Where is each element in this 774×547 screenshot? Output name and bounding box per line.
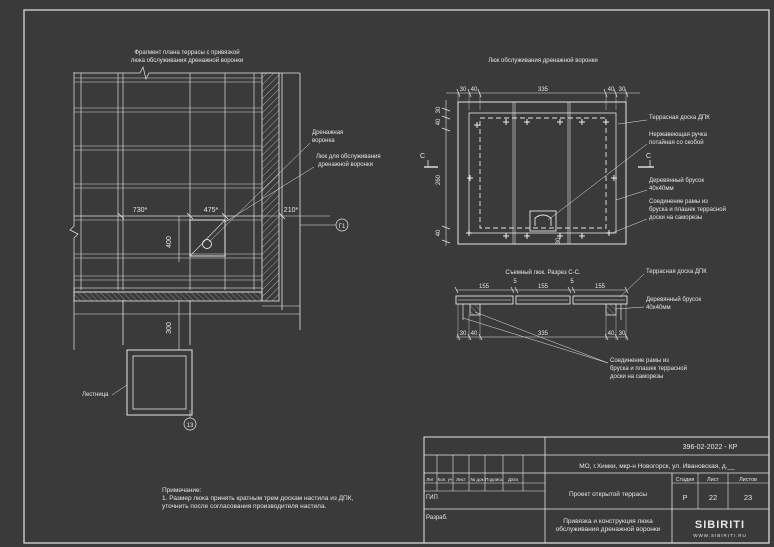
section-mark-left: С [420, 153, 425, 160]
note-line-2: уточнить после согласования производител… [162, 503, 327, 510]
section-dim-top-2: 155 [538, 284, 549, 290]
axis-marker-13 [183, 417, 197, 431]
hatch-dim-30-bottom: 30 [556, 237, 562, 244]
dim-400: 400 [166, 236, 173, 248]
stamp-address: МО, г.Химки, мкр-н Новогорск, ул. Иванов… [579, 463, 735, 470]
axis-g1-label: Г1 [339, 224, 346, 230]
hatch-frame-outer [457, 101, 627, 245]
plan-title-line1: Фрагмент плана террасы с привязкой [134, 49, 239, 56]
stamp-sheets-header: Листов [739, 477, 757, 483]
hatch-dim-top-2: 335 [538, 87, 549, 93]
dim-300: 300 [166, 322, 173, 334]
hatch-handle [529, 210, 557, 232]
hatch-handle-label-1: Нержавеющая ручка [649, 132, 708, 138]
stamp-sheet: 22 [709, 493, 717, 502]
hatch-dim-left-3: 40 [436, 229, 442, 236]
stamp-gip: ГИП [426, 495, 438, 501]
section-board-label: Террасная доска ДПК [646, 269, 707, 275]
section-dim-top-0: 155 [479, 284, 490, 290]
hatch-dim-left-2: 260 [436, 174, 442, 185]
section-dim-top-4: 155 [595, 284, 606, 290]
drain-label-2: воронка [312, 138, 335, 144]
dim-475: 475* [204, 207, 219, 214]
company-logo: SIBIRITI [695, 519, 745, 531]
section-conn-label-3: доски на саморезы [610, 374, 663, 380]
stamp-col-1: Кол. уч [438, 477, 453, 482]
stamp-sheet-title-1: Привязка и конструкция люка [563, 518, 653, 525]
hatch-dim-left-0: 30 [436, 106, 442, 113]
section-bar-left [469, 303, 481, 316]
plan-title-line2: люка обслуживания дренажной воронки [131, 57, 243, 64]
section-dim-top-3: 5 [570, 279, 574, 285]
section-cc: Съемный люк. Разрез С-С. 155 5 155 5 155 [454, 269, 707, 380]
section-conn-label-1: Соединение рамы из [610, 358, 669, 364]
hatch-conn-label-2: бруска и плашек террасной [649, 206, 726, 213]
section-dim-bot-2: 335 [538, 331, 549, 337]
hatch-handle-label-2: потайная со скобой [649, 139, 704, 146]
axis-13-label: 13 [187, 423, 194, 429]
sheet-frame [23, 9, 770, 544]
stamp-stage-header: Стадия [676, 477, 695, 483]
stamp-sheets: 23 [744, 493, 752, 502]
hatch-dim-top-4: 30 [619, 87, 626, 93]
hatch-dim-top-1: 40 [471, 87, 478, 93]
hatch-title: Люк обслуживания дренажной воронки [488, 57, 597, 64]
hatch-board-label: Террасная доска ДПК [649, 115, 710, 121]
stamp-col-5: Дата [508, 477, 518, 482]
axis-marker-g1 [335, 218, 349, 232]
dim-730: 730* [133, 207, 148, 214]
section-title: Съемный люк. Разрез С-С. [505, 269, 581, 276]
section-bar-label-1: Деревянный брусок [646, 296, 701, 303]
section-dim-bot-0: 30 [460, 331, 467, 337]
stamp-razrab: Разраб. [426, 515, 448, 521]
company-url: WWW.SIBIRITI.RU [693, 533, 747, 538]
section-bar-label-2: 40х40мм [646, 305, 671, 311]
hatch-dim-top-3: 40 [608, 87, 615, 93]
hatch-bar-label-2: 40х40мм [649, 186, 674, 192]
hatch-conn-label-3: доски на саморезы [649, 215, 702, 221]
stair-outer [126, 349, 193, 416]
hatch-frame-plan [189, 219, 226, 257]
hatch-dim-left-1: 40 [436, 118, 442, 125]
hatch-frame-inner [468, 112, 617, 234]
stamp-code: 396-02-2022 - КР [683, 444, 738, 451]
stair-label: Лестница [82, 392, 109, 398]
title-block [423, 436, 770, 544]
stamp-col-3: № док [470, 477, 483, 482]
dim-210: 210* [284, 207, 299, 214]
hatch-top-view: Люк обслуживания дренажной воронки 30 40… [420, 57, 726, 246]
stamp-col-0: Лит [426, 477, 434, 482]
note-line-1: 1. Размер люка принять кратным трем доск… [162, 495, 354, 502]
plan-fragment: Фрагмент плана террасы с привязкой люка … [69, 49, 381, 431]
title-block-text: 396-02-2022 - КР МО, г.Химки, мкр-н Ново… [426, 444, 757, 538]
stamp-col-4: Подпись [485, 477, 503, 482]
section-bar-right [605, 303, 617, 316]
section-board-2 [515, 295, 571, 305]
note-block: Примечание: 1. Размер люка принять кратн… [162, 487, 354, 510]
section-board-3 [572, 295, 628, 305]
hatch-label-1: Люк для обслуживания [316, 154, 381, 160]
hatch-label-2: дренажной воронки [318, 161, 373, 168]
drain-label-1: Дренажная [312, 130, 343, 136]
stamp-sheet-title-2: обслуживания дренажной воронки [556, 525, 661, 533]
stamp-col-2: Лист [456, 477, 466, 482]
drain-funnel [202, 239, 212, 249]
section-board-1 [455, 295, 514, 305]
stamp-sheet-header: Лист [707, 477, 719, 483]
hatch-bar-label-1: Деревянный брусок [649, 177, 704, 184]
hatch-conn-label-1: Соединение рамы из [649, 199, 708, 205]
section-dim-bot-3: 40 [608, 331, 615, 337]
section-dim-bot-4: 30 [619, 331, 626, 337]
section-conn-label-2: бруска и плашек террасной [610, 365, 687, 372]
stamp-project: Проект открытой террасы [569, 490, 647, 498]
hatch-dim-top-0: 30 [460, 87, 467, 93]
stair-inner [132, 355, 187, 410]
section-dim-bot-1: 40 [471, 331, 478, 337]
note-title: Примечание: [162, 487, 202, 494]
stamp-stage: Р [682, 493, 687, 502]
section-mark-right: С [646, 153, 651, 160]
section-dim-top-1: 5 [513, 279, 517, 285]
